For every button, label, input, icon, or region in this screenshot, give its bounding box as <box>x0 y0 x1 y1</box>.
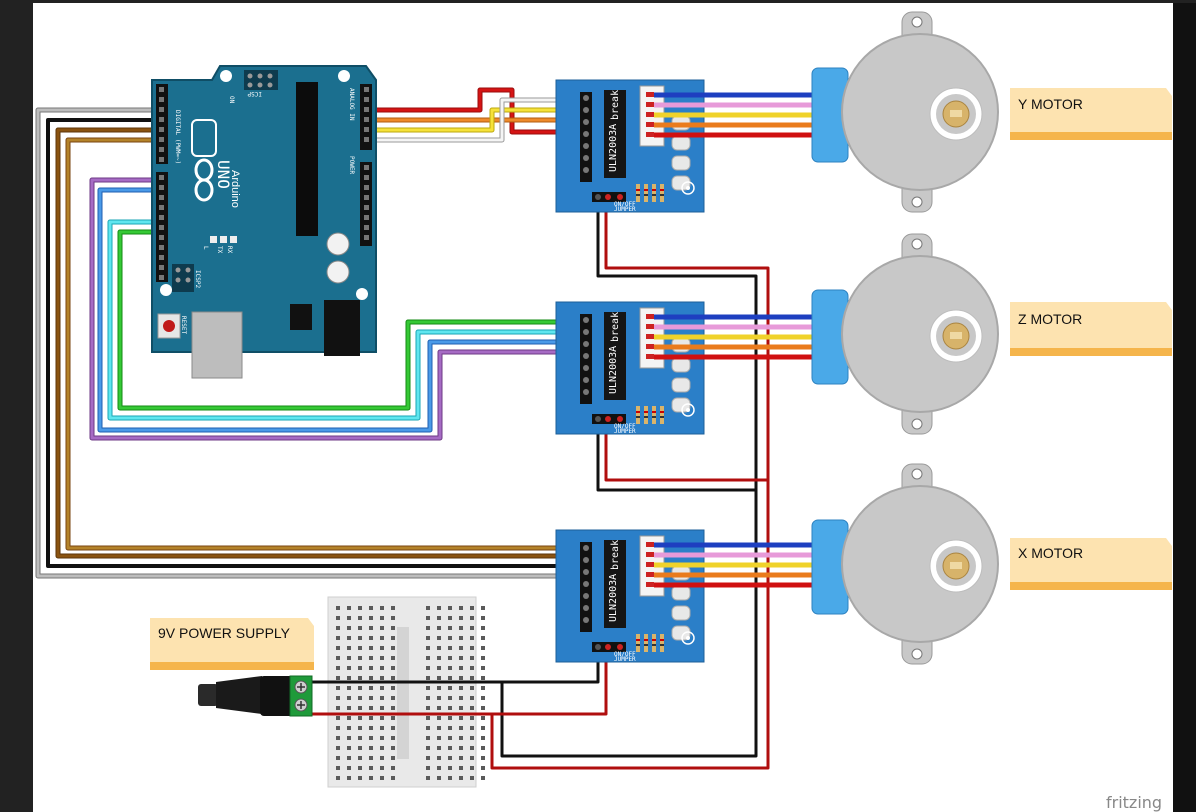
arduino-reset-label: RESET <box>180 316 187 334</box>
breadboard <box>327 596 485 788</box>
driver-led <box>671 135 691 151</box>
driver-led <box>671 357 691 373</box>
jumper-label: ON/OFF <box>614 201 636 208</box>
arduino-usb-port <box>191 311 243 379</box>
wire-red-power <box>604 196 770 482</box>
driver-led <box>671 377 691 393</box>
uln2003-chip <box>604 540 626 628</box>
driver-chip-label: ULN2003A <box>608 574 619 622</box>
board-logo-icon <box>681 631 695 645</box>
label-z-motor: Z MOTOR <box>1010 302 1172 356</box>
stepper-motor-x <box>811 463 999 665</box>
arduino-tx-label: TX <box>216 246 223 254</box>
arduino-rx-label: RX <box>226 246 233 254</box>
label-z-motor-text: Z MOTOR <box>1018 311 1082 327</box>
driver-board-label: break <box>610 540 621 570</box>
arduino-uno-board: UNO Arduino DIGITAL (PWM=~) ANALOG IN PO… <box>151 65 377 379</box>
uln2003-chip <box>604 312 626 400</box>
driver-board-label: break <box>610 312 621 342</box>
label-y-motor: Y MOTOR <box>1010 88 1172 140</box>
driver-led <box>671 585 691 601</box>
arduino-brand-text: UNO <box>214 160 233 189</box>
wire-black-power <box>596 196 758 492</box>
jumper-label: ON/OFF <box>614 651 636 658</box>
jumper-label-2: JUMPER <box>614 656 636 663</box>
jumper-label: ON/OFF <box>614 423 636 430</box>
uln2003-chip <box>604 90 626 178</box>
stepper-motor-y <box>811 11 999 213</box>
arduino-power-jack <box>324 300 360 356</box>
stepper-motor-z <box>811 233 999 435</box>
arduino-l-label: L <box>202 246 209 250</box>
label-power-supply-text: 9V POWER SUPPLY <box>158 625 291 641</box>
jumper-label-2: JUMPER <box>614 206 636 213</box>
driver-chip-label: ULN2003A <box>608 346 619 394</box>
label-y-motor-text: Y MOTOR <box>1018 96 1083 112</box>
jumper-label-2: JUMPER <box>614 428 636 435</box>
arduino-sub-text: Arduino <box>229 170 241 208</box>
arduino-icsp2-label: ICSP2 <box>194 270 201 288</box>
driver-led <box>671 155 691 171</box>
arduino-on-label: ON <box>228 96 235 104</box>
board-logo-icon <box>681 403 695 417</box>
driver-board-label: break <box>610 90 621 120</box>
label-power-supply: 9V POWER SUPPLY <box>150 618 314 670</box>
wire-black-signal <box>46 118 588 568</box>
driver-chip-label: ULN2003A <box>608 124 619 172</box>
label-x-motor: X MOTOR <box>1010 538 1172 590</box>
arduino-icsp-label: ICSP <box>247 90 262 97</box>
arduino-digital-label: DIGITAL (PWM=~) <box>174 110 181 164</box>
driver-led <box>671 605 691 621</box>
dc-barrel-jack <box>198 675 313 717</box>
arduino-power-label: POWER <box>348 156 355 174</box>
wires <box>35 87 770 770</box>
fritzing-watermark: fritzing <box>1106 793 1162 812</box>
arduino-analog-label: ANALOG IN <box>348 88 355 121</box>
board-logo-icon <box>681 181 695 195</box>
label-x-motor-text: X MOTOR <box>1018 545 1083 561</box>
